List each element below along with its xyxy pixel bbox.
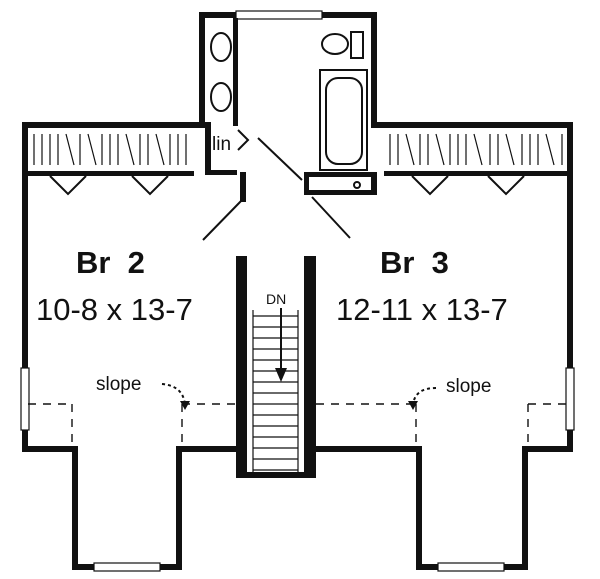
room-dimensions-br2: 10-8 x 13-7: [36, 292, 193, 327]
stairs-down-label: DN: [266, 291, 286, 307]
slope-label-left: slope: [96, 374, 141, 395]
closet-doors: [49, 175, 525, 196]
room-dimensions-br3: 12-11 x 13-7: [336, 292, 508, 327]
stairwell: [236, 256, 316, 478]
slope-label-right: slope: [446, 376, 491, 397]
bathroom: [210, 18, 377, 195]
windows: [20, 10, 575, 572]
linen-closet: [205, 122, 250, 175]
slope-band-right: [384, 133, 573, 176]
room-name-br2: Br 2: [76, 245, 145, 280]
exterior-walls: [22, 12, 573, 570]
bedroom-doors: [202, 172, 351, 241]
room-name-br3: Br 3: [380, 245, 449, 280]
linen-label: lin: [212, 134, 231, 155]
slope-band-left: [22, 133, 194, 176]
slope-lines: [28, 383, 567, 446]
